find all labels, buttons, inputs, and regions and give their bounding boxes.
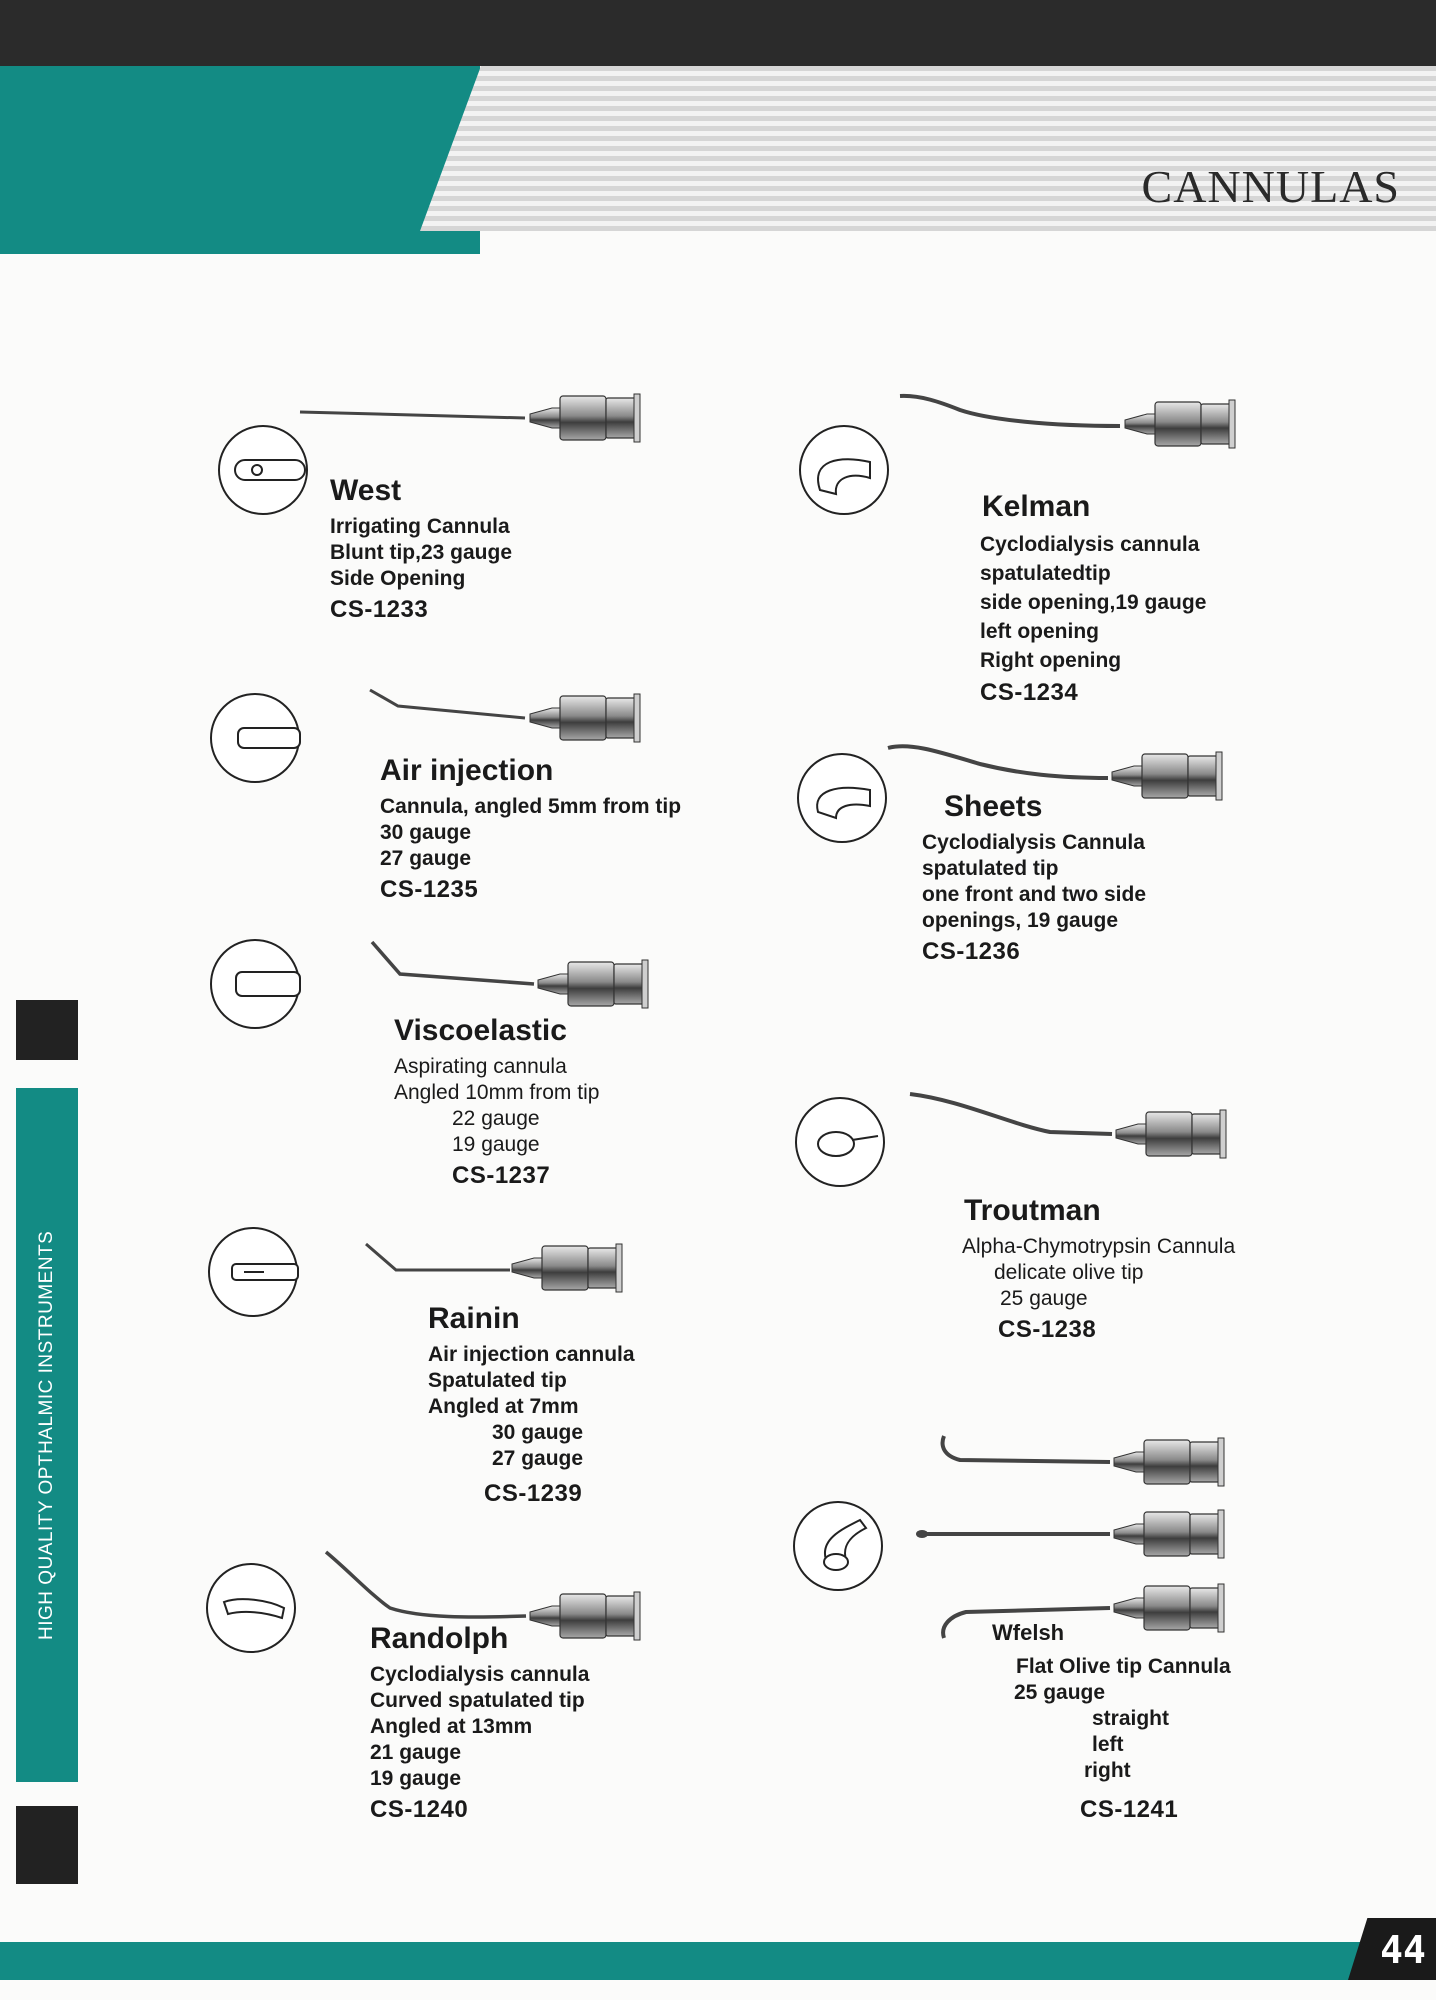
kelman-tip-detail-icon bbox=[799, 425, 889, 515]
product-detail: Side Opening bbox=[330, 567, 466, 590]
sheets-cannula-icon bbox=[887, 744, 1223, 801]
product-detail: Alpha-Chymotrypsin Cannula bbox=[962, 1235, 1236, 1258]
product-name: Kelman bbox=[982, 490, 1091, 523]
product-detail: Angled at 7mm bbox=[428, 1395, 579, 1418]
product-detail: straight bbox=[1092, 1707, 1170, 1730]
product-detail: Spatulated tip bbox=[428, 1369, 567, 1392]
product-detail: Angled 10mm from tip bbox=[394, 1081, 600, 1104]
product-name: West bbox=[330, 474, 402, 507]
product-detail: 25 gauge bbox=[1000, 1287, 1088, 1310]
product-west: West Irrigating Cannula Blunt tip,23 gau… bbox=[330, 474, 512, 624]
air-injection-tip-detail-icon bbox=[210, 693, 301, 783]
product-detail: Flat Olive tip Cannula bbox=[1016, 1655, 1231, 1678]
product-code: CS-1241 bbox=[1080, 1796, 1179, 1823]
rainin-cannula-icon bbox=[365, 1242, 623, 1293]
product-code: CS-1233 bbox=[330, 596, 429, 623]
wfelsh-tip-detail-icon bbox=[793, 1501, 883, 1591]
product-detail: Angled at 13mm bbox=[370, 1715, 533, 1738]
product-detail: 27 gauge bbox=[380, 847, 472, 870]
sheets-tip-detail-icon bbox=[797, 753, 887, 843]
product-wfelsh: Wfelsh Flat Olive tip Cannula 25 gauge s… bbox=[992, 1620, 1231, 1824]
top-dark-bar bbox=[0, 0, 1436, 66]
sidebar-band bbox=[16, 1088, 78, 1782]
header-stripe-panel bbox=[420, 66, 1436, 231]
product-detail: Air injection cannula bbox=[428, 1343, 635, 1366]
page-number: 44 bbox=[1380, 1928, 1426, 1972]
product-detail: Cyclodialysis cannula bbox=[370, 1663, 590, 1686]
kelman-cannula-icon bbox=[899, 393, 1236, 449]
product-detail: Aspirating cannula bbox=[394, 1055, 567, 1078]
product-code: CS-1234 bbox=[980, 679, 1079, 706]
product-detail: left opening bbox=[980, 620, 1099, 643]
sidebar-top-square bbox=[16, 1000, 78, 1060]
product-name: Troutman bbox=[964, 1194, 1101, 1227]
product-detail: one front and two side bbox=[922, 883, 1146, 906]
troutman-tip-detail-icon bbox=[795, 1097, 885, 1187]
sidebar-bottom-square bbox=[16, 1806, 78, 1884]
west-tip-detail-icon bbox=[218, 425, 308, 515]
product-detail: Cyclodialysis cannula bbox=[980, 533, 1200, 556]
product-code: CS-1240 bbox=[370, 1796, 469, 1823]
product-name: Wfelsh bbox=[992, 1620, 1065, 1645]
product-viscoelastic: Viscoelastic Aspirating cannula Angled 1… bbox=[394, 1014, 599, 1190]
product-detail: 22 gauge bbox=[452, 1107, 540, 1130]
product-troutman: Troutman Alpha-Chymotrypsin Cannula deli… bbox=[962, 1194, 1235, 1344]
product-detail: Irrigating Cannula bbox=[330, 515, 510, 538]
product-detail: 30 gauge bbox=[492, 1421, 584, 1444]
product-detail: right bbox=[1084, 1759, 1131, 1782]
product-name: Air injection bbox=[380, 754, 554, 787]
product-detail: spatulated tip bbox=[922, 857, 1059, 880]
product-code: CS-1239 bbox=[484, 1480, 583, 1507]
product-randolph: Randolph Cyclodialysis cannula Curved sp… bbox=[370, 1622, 589, 1824]
product-detail: 19 gauge bbox=[452, 1133, 540, 1156]
product-name: Viscoelastic bbox=[394, 1014, 567, 1047]
product-detail: 19 gauge bbox=[370, 1767, 462, 1790]
viscoelastic-tip-detail-icon bbox=[210, 939, 301, 1029]
product-sheets: Sheets Cyclodialysis Cannula spatulated … bbox=[922, 790, 1146, 966]
west-cannula-icon bbox=[299, 393, 641, 443]
product-name: Rainin bbox=[428, 1302, 520, 1335]
viscoelastic-cannula-icon bbox=[370, 940, 649, 1009]
product-name: Sheets bbox=[944, 790, 1043, 823]
randolph-cannula-icon bbox=[324, 1550, 641, 1641]
product-detail: Blunt tip,23 gauge bbox=[330, 541, 513, 564]
product-air-injection: Air injection Cannula, angled 5mm from t… bbox=[380, 754, 681, 904]
product-detail: 27 gauge bbox=[492, 1447, 584, 1470]
product-detail: 30 gauge bbox=[380, 821, 472, 844]
product-rainin: Rainin Air injection cannula Spatulated … bbox=[428, 1302, 635, 1508]
product-detail: spatulatedtip bbox=[980, 562, 1111, 585]
rainin-tip-detail-icon bbox=[208, 1227, 299, 1317]
product-detail: Curved spatulated tip bbox=[370, 1689, 585, 1712]
product-detail: 25 gauge bbox=[1014, 1681, 1106, 1704]
product-detail: Right opening bbox=[980, 649, 1122, 672]
footer-teal-band bbox=[0, 1942, 1436, 1980]
product-detail: left bbox=[1092, 1733, 1124, 1756]
product-detail: openings, 19 gauge bbox=[922, 909, 1119, 932]
product-detail: delicate olive tip bbox=[994, 1261, 1144, 1284]
product-code: CS-1237 bbox=[452, 1162, 551, 1189]
product-code: CS-1235 bbox=[380, 876, 479, 903]
wfelsh-cannula-icon bbox=[916, 1435, 1225, 1639]
product-code: CS-1236 bbox=[922, 938, 1021, 965]
page-title: CANNULAS bbox=[1141, 161, 1400, 212]
troutman-cannula-icon bbox=[909, 1092, 1227, 1159]
header-teal-band bbox=[0, 66, 480, 254]
product-detail: side opening,19 gauge bbox=[980, 591, 1207, 614]
air-injection-cannula-icon bbox=[369, 688, 641, 743]
product-detail: 21 gauge bbox=[370, 1741, 462, 1764]
product-code: CS-1238 bbox=[998, 1316, 1097, 1343]
product-detail: Cannula, angled 5mm from tip bbox=[380, 795, 682, 818]
product-kelman: Kelman Cyclodialysis cannula spatulatedt… bbox=[980, 490, 1206, 707]
randolph-tip-detail-icon bbox=[206, 1563, 296, 1653]
product-detail: Cyclodialysis Cannula bbox=[922, 831, 1145, 854]
product-name: Randolph bbox=[370, 1622, 509, 1655]
